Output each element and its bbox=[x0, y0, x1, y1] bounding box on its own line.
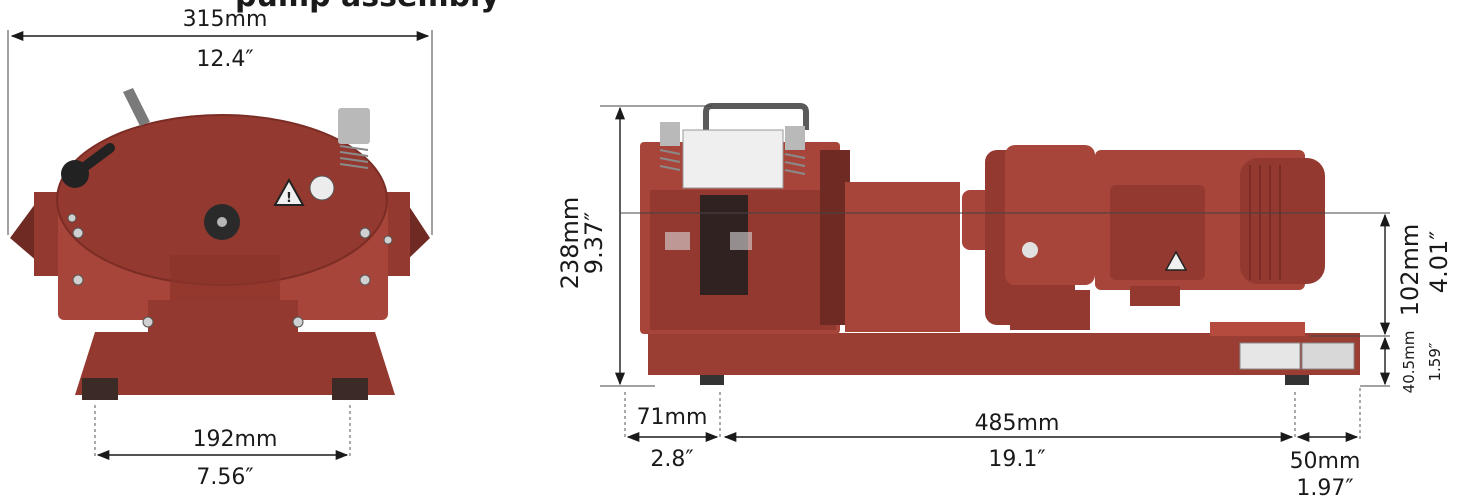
front-foot-right bbox=[332, 378, 368, 400]
side-label-plate bbox=[1239, 342, 1301, 370]
side-shaft-in: 4.01″ bbox=[1425, 231, 1453, 293]
side-view: 238mm 9.37″ 102mm 4.01″ 40.5mm 1.59″ 71m… bbox=[556, 103, 1453, 500]
side-shaft-mm: 102mm bbox=[1396, 224, 1424, 317]
page-title-partial: pump assembly bbox=[235, 0, 500, 14]
warning-icon bbox=[273, 177, 305, 206]
motor-warning-icon bbox=[1164, 250, 1188, 271]
svg-text:!: ! bbox=[286, 191, 292, 206]
front-view: ! 315mm 12.4″ 192mm 7.56″ bbox=[7, 7, 433, 490]
side-front-overhang-in: 2.8″ bbox=[650, 447, 693, 472]
pumphead-label bbox=[682, 129, 784, 189]
brand-plate bbox=[170, 255, 280, 300]
side-front-overhang-mm: 71mm bbox=[637, 405, 708, 430]
side-base-in: 1.59″ bbox=[1426, 342, 1444, 381]
front-lower-block bbox=[148, 300, 298, 352]
lever-handle bbox=[123, 88, 150, 126]
side-label-plate-2 bbox=[1301, 342, 1355, 370]
front-width-mm: 315mm bbox=[183, 7, 268, 32]
side-base-mm: 40.5mm bbox=[1400, 331, 1418, 394]
side-rear-overhang-in: 1.97″ bbox=[1296, 476, 1353, 500]
front-clamp bbox=[338, 108, 370, 144]
front-foot-in: 7.56″ bbox=[196, 465, 253, 490]
side-height-mm: 238mm bbox=[556, 197, 584, 290]
pumphead-handle bbox=[703, 103, 809, 130]
side-foot-front bbox=[700, 375, 724, 385]
front-width-in: 12.4″ bbox=[196, 47, 253, 72]
front-bracket-right bbox=[405, 200, 430, 262]
motor-end-cap bbox=[1240, 158, 1325, 284]
side-foot-spacing-in: 19.1″ bbox=[988, 447, 1045, 472]
coupling-guard bbox=[845, 182, 960, 332]
front-foot-mm: 192mm bbox=[193, 427, 278, 452]
front-screws bbox=[67, 213, 393, 328]
front-bracket-left bbox=[10, 200, 38, 262]
front-foot-left bbox=[82, 378, 118, 400]
motor-terminal-box bbox=[1110, 185, 1205, 280]
side-foot-spacing-mm: 485mm bbox=[975, 411, 1060, 436]
side-height-in: 9.37″ bbox=[580, 212, 608, 274]
gearbox-frame bbox=[1005, 145, 1095, 285]
side-foot-rear bbox=[1285, 375, 1309, 385]
side-rear-overhang-mm: 50mm bbox=[1290, 449, 1361, 474]
rotation-label-icon bbox=[309, 175, 335, 201]
